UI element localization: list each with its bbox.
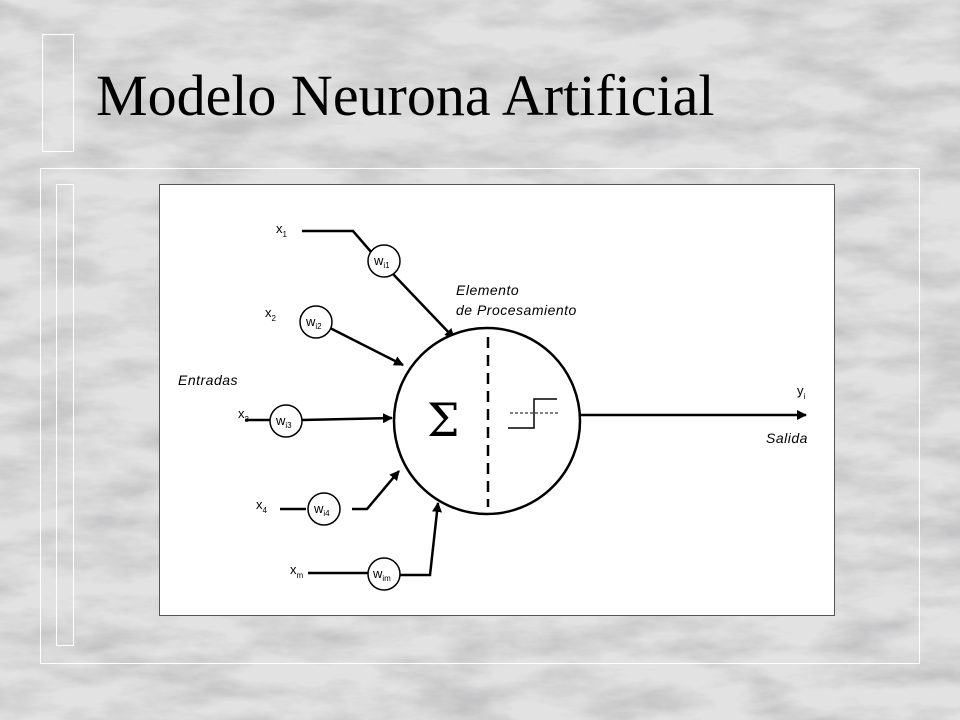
title-frame-bar [42,34,74,152]
weight-node-1 [367,244,401,278]
weighted-arrow-3 [301,413,393,424]
input-label-2: x2 [265,305,277,323]
input-line-1 [302,229,373,254]
input-label-3: x3 [238,406,250,424]
weight-node-4 [307,492,341,526]
weighted-arrow-2 [327,325,404,367]
weighted-arrow-1 [391,272,455,339]
slide-title: Modelo Neurona Artificial [96,63,715,128]
output-label: Salida [766,430,808,446]
weight-node-5 [367,557,401,591]
weight-label-1: wi1 [373,253,390,270]
content-frame-bar [56,184,74,646]
step-function-icon [508,398,557,429]
weight-label-5: wim [372,566,391,583]
input-label-1: x1 [276,221,288,239]
neuron-circle [392,326,582,516]
weighted-arrow-4 [352,470,400,511]
input-label-4: x4 [256,497,268,515]
weight-node-2 [299,305,333,339]
processing-label-line1: Elemento [456,282,519,298]
sum-symbol: Σ [427,393,460,447]
neuron-diagram-svg: Σ Elemento de Procesamiento Entradas Sal… [178,221,808,591]
weighted-arrow-5 [400,502,442,577]
content-frame [40,168,920,664]
weight-label-3: wi3 [275,413,292,430]
weight-node-3 [269,404,303,438]
output-var: yi [797,383,806,401]
input-label-5: xm [290,562,304,580]
weight-label-2: wi2 [305,314,322,331]
neuron-diagram: Σ Elemento de Procesamiento Entradas Sal… [159,184,835,616]
weight-label-4: wi4 [313,501,330,518]
processing-label-line2: de Procesamiento [456,302,577,318]
inputs-label: Entradas [178,372,238,388]
